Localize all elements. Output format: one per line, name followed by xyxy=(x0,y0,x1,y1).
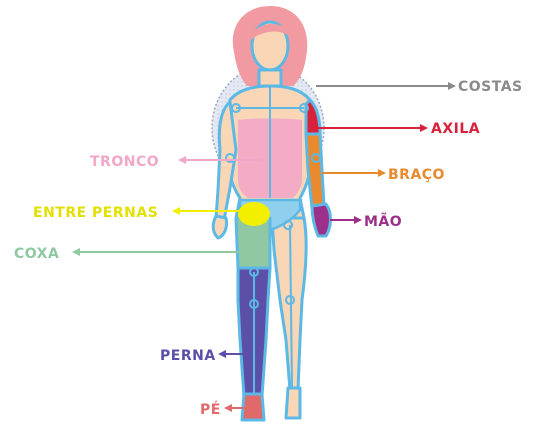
label-costas: COSTAS xyxy=(458,79,523,95)
entre-pernas-pointer xyxy=(172,207,242,215)
label-pe: PÉ xyxy=(200,401,221,418)
mao-pointer xyxy=(330,216,362,224)
label-axila: AXILA xyxy=(431,121,480,137)
label-tronco: TRONCO xyxy=(90,154,159,170)
label-coxa: COXA xyxy=(14,246,59,262)
label-mao: MÃO xyxy=(364,213,402,230)
axila-pointer xyxy=(316,124,428,132)
braco-pointer xyxy=(322,169,386,177)
label-braco: BRAÇO xyxy=(388,167,445,183)
between-legs-region xyxy=(238,202,270,226)
coxa-pointer xyxy=(72,248,248,256)
costas-pointer xyxy=(316,82,456,90)
label-entre-pernas: ENTRE PERNAS xyxy=(33,205,158,221)
label-perna: PERNA xyxy=(160,348,216,364)
